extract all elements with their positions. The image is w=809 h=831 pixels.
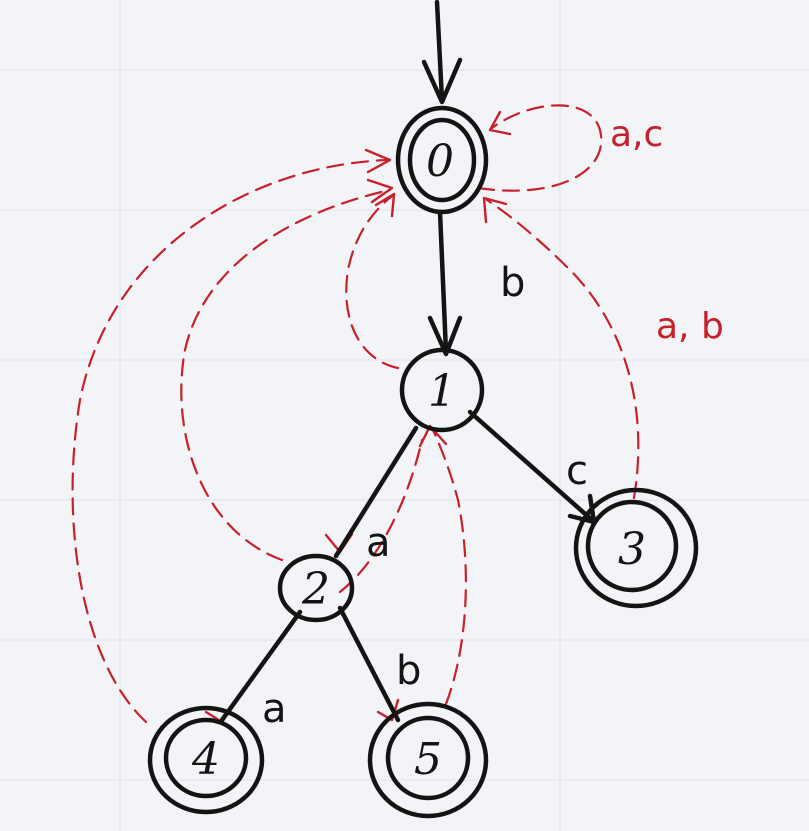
edge-2-5-red-arrowhead xyxy=(376,698,400,722)
state-3-label: 3 xyxy=(618,524,646,575)
label-edge-2-5: b xyxy=(396,648,421,694)
state-1-label: 1 xyxy=(428,366,456,417)
initial-arrow xyxy=(434,0,445,103)
state-5-label: 5 xyxy=(414,734,442,785)
edge-2-to-0 xyxy=(180,188,392,562)
self-loop-0 xyxy=(476,104,603,192)
edge-5-to-1 xyxy=(430,426,467,706)
edge-2-to-1 xyxy=(338,438,424,594)
label-self-loop-0: a,c xyxy=(610,114,663,155)
initial-arrowhead xyxy=(421,57,463,105)
edge-4-to-0 xyxy=(71,158,390,724)
edge-1-to-2 xyxy=(333,425,419,559)
state-0-label: 0 xyxy=(426,136,454,187)
label-edge-1-3: c xyxy=(566,448,588,494)
self-loop-0-arrowhead xyxy=(488,110,512,136)
label-edge-2-4: a xyxy=(262,686,287,732)
edge-1-to-0 xyxy=(345,194,400,370)
label-edge-1-2: a xyxy=(366,520,391,566)
edge-3-to-0-arrowhead xyxy=(482,196,508,224)
goto-transitions xyxy=(219,0,597,723)
state-5: 5 xyxy=(367,701,489,819)
label-edge-0-1: b xyxy=(500,260,525,306)
failure-transitions xyxy=(71,104,640,724)
edge-3-to-0 xyxy=(485,198,640,500)
edge-0-to-1-arrowhead xyxy=(427,315,463,357)
edge-0-to-1 xyxy=(437,209,449,355)
state-4-label: 4 xyxy=(191,734,220,785)
state-4: 4 xyxy=(147,705,265,815)
edge-2-to-5 xyxy=(337,605,401,723)
edge-2-to-4 xyxy=(219,609,303,723)
state-3: 3 xyxy=(573,487,699,609)
edge-4-to-0-arrowhead xyxy=(364,148,392,174)
edge-1-to-3 xyxy=(467,409,595,523)
state-0: 0 xyxy=(395,105,489,215)
edge-2-to-0-arrowhead xyxy=(366,178,394,204)
state-1: 1 xyxy=(399,347,485,433)
label-back-3-0: a, b xyxy=(656,306,724,347)
state-2-label: 2 xyxy=(301,564,330,615)
edge-1-to-0-arrowhead xyxy=(374,192,396,218)
state-2: 2 xyxy=(277,553,355,623)
